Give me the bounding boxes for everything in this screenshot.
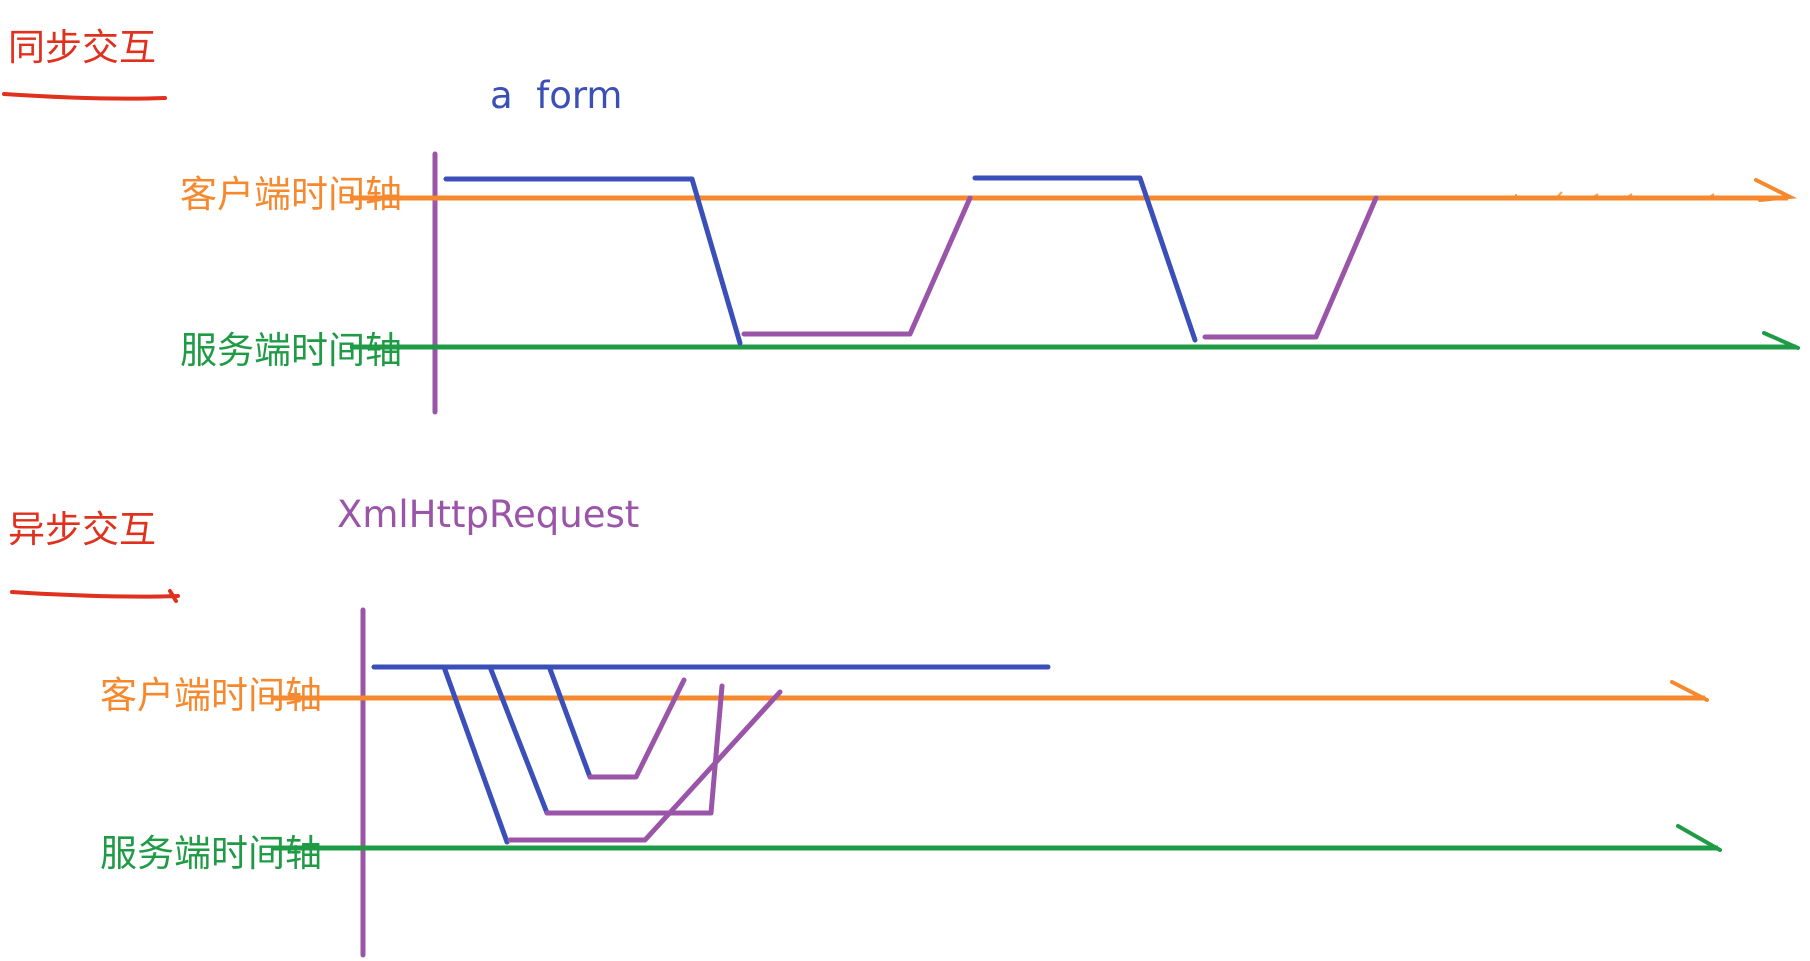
sync-protocol-label: a form [490, 74, 622, 117]
async-request-2 [487, 664, 550, 816]
sync-request-2 [972, 175, 1198, 343]
async-request-3 [547, 666, 593, 780]
sync-title: 同步交互 [8, 26, 156, 69]
sync-request-1 [443, 176, 743, 346]
async-response-1 [507, 689, 783, 843]
sync-client-axis [350, 178, 1798, 202]
async-title: 异步交互 [8, 508, 156, 551]
async-protocol-label: XmlHttpRequest [337, 493, 639, 536]
sync-server-axis-label: 服务端时间轴 [180, 329, 402, 372]
async-section: 异步交互 XmlHttpRequest 客户端时间轴 服务端时间轴 [8, 493, 1722, 958]
async-client-axis [272, 680, 1709, 702]
async-request-1 [441, 664, 510, 845]
sync-section: 同步交互 a form 客户端时间轴 服务端时间轴 [2, 26, 1800, 415]
sync-server-axis [350, 331, 1800, 350]
async-server-axis-label: 服务端时间轴 [100, 832, 322, 875]
sync-response-2 [1202, 195, 1379, 340]
sync-response-1 [741, 195, 973, 337]
async-server-axis [272, 824, 1722, 852]
async-response-3 [587, 677, 687, 780]
async-title-underline [10, 589, 180, 603]
async-response-2 [544, 683, 725, 816]
sync-title-underline [2, 92, 167, 101]
sync-client-axis-label: 客户端时间轴 [180, 173, 402, 216]
